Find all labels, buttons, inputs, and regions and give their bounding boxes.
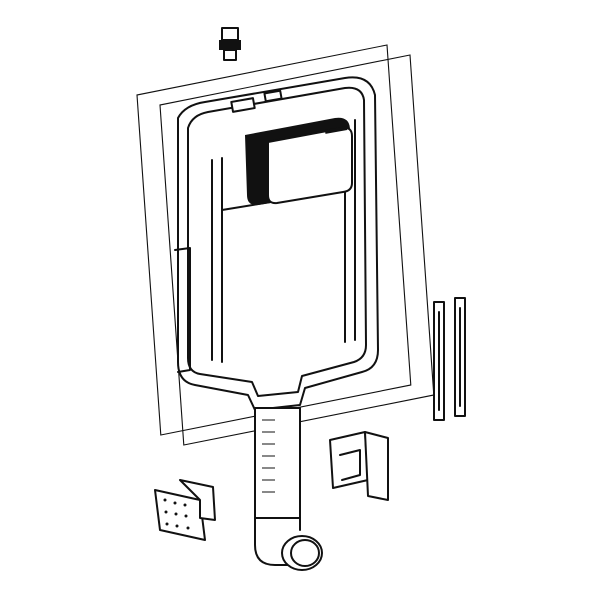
back-mesh-panel [159, 54, 435, 446]
left-wall-bracket [154, 479, 216, 541]
mounting-rail-left [433, 301, 445, 421]
mounting-rail-right [454, 297, 466, 417]
drain-pipe [254, 407, 323, 571]
valve-fitting [219, 27, 241, 61]
flush-plate-logo [324, 126, 348, 134]
right-wall-bracket [329, 431, 389, 501]
flush-plate [245, 117, 353, 206]
